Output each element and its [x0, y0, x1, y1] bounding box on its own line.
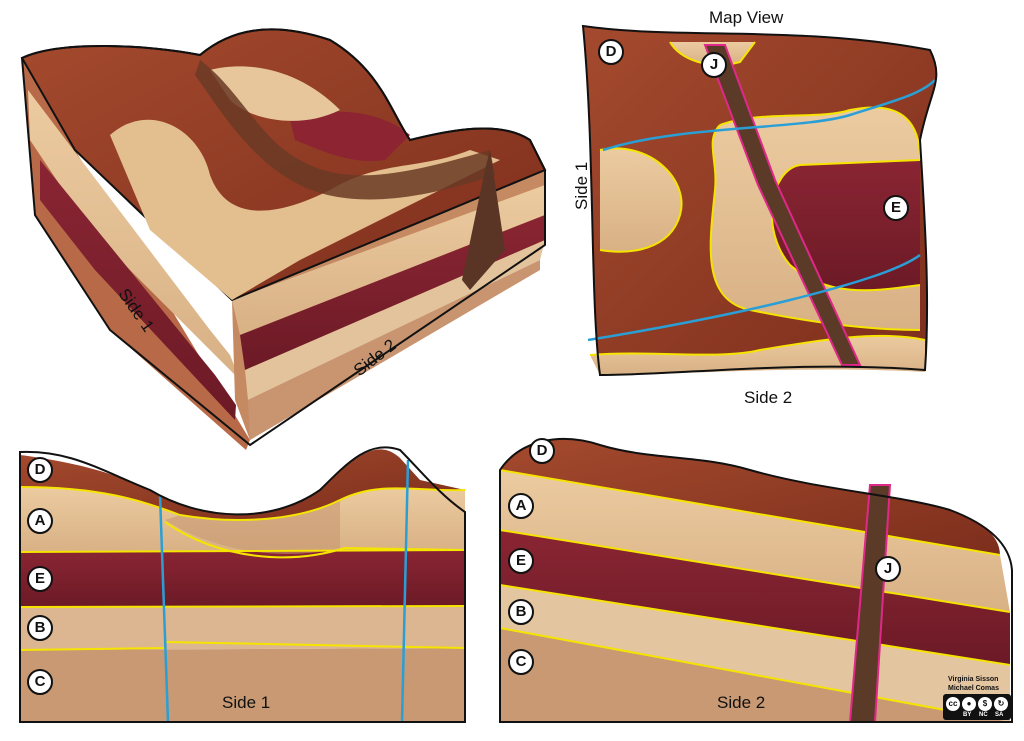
side1-topo-lines: [158, 459, 410, 723]
map-unit-d-marker: D: [598, 39, 624, 65]
map-unit-a-left: [600, 148, 682, 252]
side2-unit-e: [500, 530, 1010, 665]
map-view: [581, 24, 938, 377]
side2-unit-b-marker: B: [508, 599, 534, 625]
side1-unit-b-marker: B: [27, 615, 53, 641]
block-top-unit-e: [290, 111, 410, 161]
side1-contact-lines: [19, 486, 466, 651]
side1-unit-a: [20, 487, 465, 552]
credit-author-1: Virginia Sisson: [948, 676, 999, 683]
map-unit-e-marker: E: [883, 195, 909, 221]
side2-unit-a-marker: A: [508, 493, 534, 519]
side2-unit-e-marker: E: [508, 548, 534, 574]
side1-outline: [19, 446, 466, 723]
map-unit-j-marker: J: [701, 52, 727, 78]
nc-icon: $: [978, 697, 992, 711]
side1-unit-c-marker: C: [27, 669, 53, 695]
map-side2-label: Side 2: [744, 388, 793, 407]
map-contact-lines: [589, 41, 926, 356]
map-dike-j: [703, 44, 862, 366]
block-side1-band-e: [40, 160, 236, 420]
side2-outline: [499, 438, 1013, 723]
cc-license-badge: cc ● $ ↻ BY NC SA: [943, 694, 1011, 720]
block-3d: [20, 28, 547, 450]
side1-unit-b: [20, 606, 465, 650]
side1-unit-e-marker: E: [27, 566, 53, 592]
block-top-unit-a: [110, 119, 500, 300]
side2-unit-c-marker: C: [508, 649, 534, 675]
side1-panel-label: Side 1: [222, 693, 271, 712]
cc-icon: cc: [946, 697, 960, 711]
side1-unit-c: [20, 648, 465, 722]
map-topo-lines: [587, 79, 936, 342]
license-nc: NC: [979, 712, 988, 718]
block-side2-band-c: [248, 260, 540, 440]
by-icon: ●: [962, 697, 976, 711]
side1-unit-e: [20, 550, 465, 607]
license-sa: SA: [995, 712, 1004, 718]
sa-icon: ↻: [994, 697, 1008, 711]
map-side1-label: Side 1: [572, 161, 591, 210]
side2-panel-label: Side 2: [717, 693, 766, 712]
side1-unit-a-marker: A: [27, 508, 53, 534]
side2-panel: [499, 438, 1013, 723]
side1-unit-d-marker: D: [27, 457, 53, 483]
map-outline: [581, 24, 938, 377]
block-dike-side: [462, 150, 505, 290]
side2-unit-d-marker: D: [529, 438, 555, 464]
block-side1-band-a: [28, 90, 240, 380]
side2-unit-b: [500, 585, 1010, 722]
credit-author-2: Michael Comas: [948, 685, 999, 692]
block-dike: [195, 60, 495, 200]
side1-unit-a-valley: [165, 500, 340, 554]
map-view-title: Map View: [709, 8, 784, 27]
side2-unit-j-marker: J: [875, 556, 901, 582]
side1-panel: [19, 446, 466, 723]
side1-unit-d: [20, 449, 465, 520]
block-outline: [20, 28, 546, 447]
block-side2-band-a: [232, 185, 545, 335]
license-by: BY: [963, 712, 972, 718]
